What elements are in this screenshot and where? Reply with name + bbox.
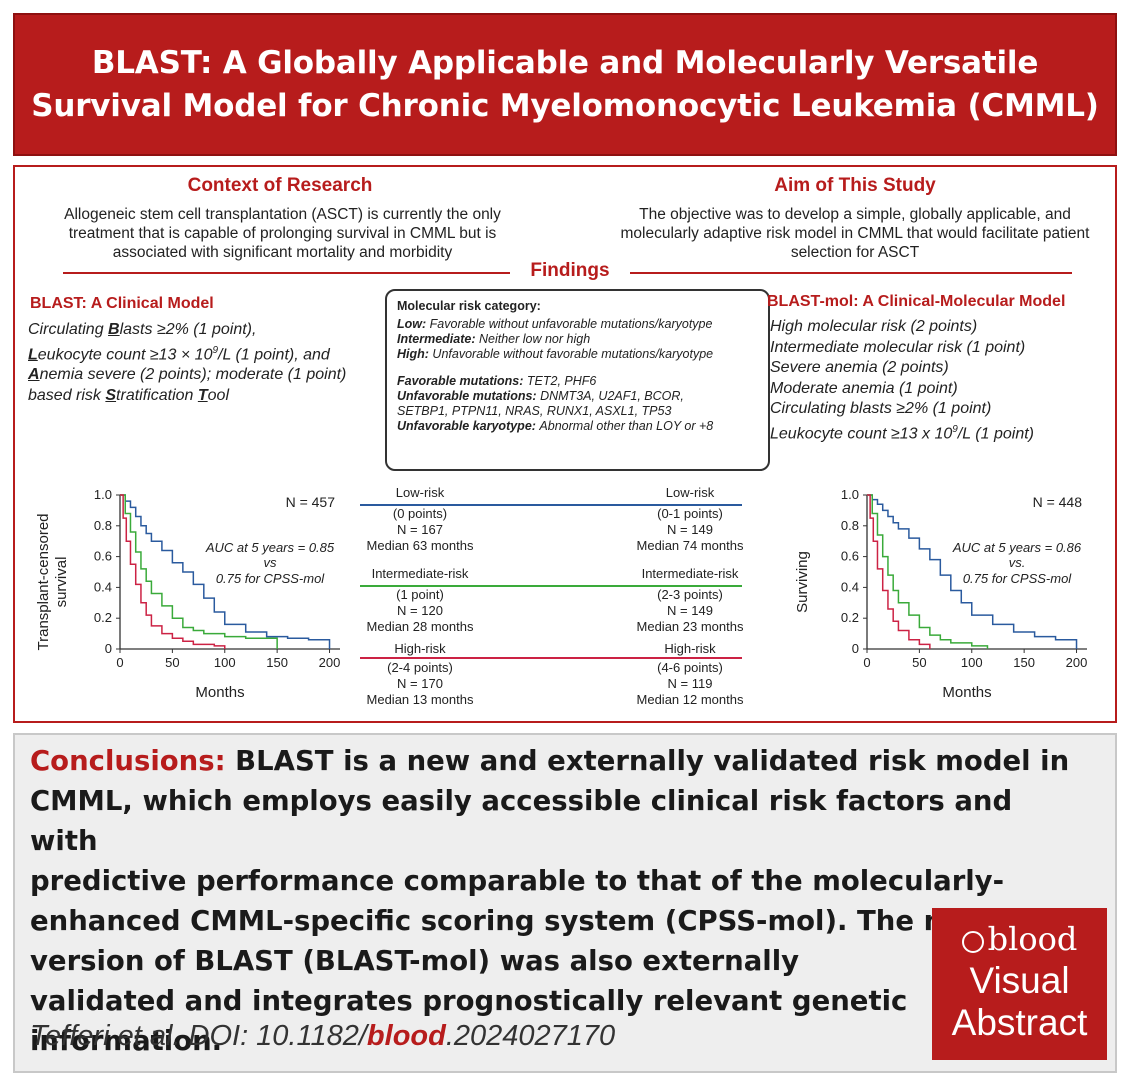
findings-divider-left	[63, 272, 513, 274]
left-intermediate-risk: Intermediate-risk (1 point) N = 120 Medi…	[366, 566, 474, 634]
molecular-risk-box: Molecular risk category: Low: Favorable …	[385, 289, 770, 471]
x-axis-label: Months	[195, 684, 244, 701]
y-tick-label: 0.4	[841, 579, 859, 594]
left-low-risk: Low-risk (0 points) N = 167 Median 63 mo…	[366, 485, 474, 553]
right-low-risk: Low-risk (0-1 points) N = 149 Median 74 …	[636, 485, 744, 553]
blastmol-item: Leukocyte count ≥13 x 109/L (1 point)	[770, 423, 1034, 442]
x-tick-label: 150	[266, 655, 288, 670]
n-annotation: N = 448	[1033, 494, 1083, 510]
y-tick-label: 0	[852, 641, 859, 656]
blast-line-1: Circulating Blasts ≥2% (1 point),	[28, 321, 257, 338]
y-axis-label: survival	[53, 557, 70, 608]
logo-brand: blood	[932, 920, 1107, 958]
y-tick-label: 0.6	[94, 549, 112, 564]
auc-annotation: vs.	[1009, 555, 1026, 570]
mol-high: High: Unfavorable without favorable muta…	[397, 347, 714, 361]
x-tick-label: 200	[1066, 655, 1088, 670]
blastmol-item: Intermediate molecular risk (1 point)	[770, 338, 1026, 356]
mol-unfavorable: Unfavorable mutations: DNMT3A, U2AF1, BC…	[397, 389, 684, 403]
y-tick-label: 0.8	[94, 518, 112, 533]
mol-intermediate: Intermediate: Neither low nor high	[397, 332, 591, 346]
context-heading: Context of Research	[187, 175, 373, 196]
high-risk-line	[360, 657, 742, 659]
blast-heading: BLAST: A Clinical Model	[30, 295, 214, 312]
blastmol-heading: BLAST-mol: A Clinical-Molecular Model	[767, 293, 1066, 310]
blastmol-item: Moderate anemia (1 point)	[770, 379, 958, 397]
x-tick-label: 100	[961, 655, 983, 670]
auc-annotation: 0.75 for CPSS-mol	[216, 571, 325, 586]
right-high-risk: High-risk (4-6 points) N = 119 Median 12…	[636, 641, 744, 707]
findings-heading: Findings	[510, 260, 630, 282]
auc-annotation: AUC at 5 years = 0.85	[205, 540, 335, 555]
logo-line-3: Abstract	[951, 1002, 1088, 1043]
y-tick-label: 0.4	[94, 579, 112, 594]
main-title: BLAST: A Globally Applicable and Molecul…	[31, 42, 1099, 128]
title-line-2: Survival Model for Chronic Myelomonocyti…	[31, 87, 1099, 124]
y-tick-label: 0	[105, 641, 112, 656]
title-line-1: BLAST: A Globally Applicable and Molecul…	[91, 44, 1039, 81]
aim-body: The objective was to develop a simple, g…	[620, 206, 1090, 261]
mol-low: Low: Favorable without unfavorable mutat…	[397, 317, 713, 331]
y-tick-label: 0.6	[841, 549, 859, 564]
auc-annotation: vs	[264, 555, 278, 570]
molecular-heading: Molecular risk category:	[397, 299, 541, 313]
survival-curve	[867, 494, 989, 649]
blastmol-list: High molecular risk (2 points) Intermedi…	[770, 317, 1110, 444]
intermediate-risk-line	[360, 585, 742, 587]
blast-definition: Circulating Blasts ≥2% (1 point), Leukoc…	[28, 320, 388, 406]
y-axis-label: Surviving	[794, 551, 811, 613]
mol-favorable: Favorable mutations: TET2, PHF6	[397, 374, 597, 388]
conclusions-text: Conclusions: BLAST is a new and external…	[30, 745, 1077, 1057]
mol-karyotype: Unfavorable karyotype: Abnormal other th…	[397, 419, 714, 433]
y-tick-label: 0.2	[94, 610, 112, 625]
blood-visual-abstract-logo: blood Visual Abstract	[932, 908, 1107, 1060]
survival-curve	[120, 494, 331, 649]
y-tick-label: 0.2	[841, 610, 859, 625]
x-tick-label: 50	[165, 655, 179, 670]
findings-panel: Context of Research Allogeneic stem cell…	[13, 165, 1117, 723]
survival-curve	[867, 494, 1078, 649]
blast-line-3: Anemia severe (2 points); moderate (1 po…	[28, 366, 347, 384]
blastmol-item: Severe anemia (2 points)	[770, 359, 949, 376]
findings-divider-right	[627, 272, 1072, 274]
blast-line-4: based risk Stratification Tool	[28, 386, 229, 404]
aim-heading: Aim of This Study	[774, 175, 936, 196]
x-tick-label: 0	[116, 655, 123, 670]
x-tick-label: 200	[319, 655, 341, 670]
n-annotation: N = 457	[286, 494, 336, 510]
blastmol-item: High molecular risk (2 points)	[770, 318, 978, 335]
conclusions-label: Conclusions:	[30, 745, 226, 777]
x-tick-label: 100	[214, 655, 236, 670]
low-risk-line	[360, 504, 742, 506]
y-axis-label: Transplant-censored	[35, 513, 52, 650]
y-tick-label: 1.0	[94, 487, 112, 502]
survival-curve	[120, 494, 278, 649]
y-tick-label: 1.0	[841, 487, 859, 502]
auc-annotation: AUC at 5 years = 0.86	[952, 540, 1082, 555]
title-banner: BLAST: A Globally Applicable and Molecul…	[13, 13, 1117, 156]
y-tick-label: 0.8	[841, 518, 859, 533]
citation: Tefferi et al. DOI: 10.1182/blood.202402…	[30, 1020, 616, 1052]
x-tick-label: 50	[912, 655, 926, 670]
x-axis-label: Months	[942, 684, 991, 701]
blast-line-2: Leukocyte count ≥13 × 109/L (1 point), a…	[28, 344, 330, 363]
blood-drop-icon	[961, 930, 984, 953]
right-intermediate-risk: Intermediate-risk (2-3 points) N = 149 M…	[636, 566, 744, 634]
logo-line-2: Visual	[969, 960, 1070, 1001]
x-tick-label: 150	[1013, 655, 1035, 670]
mol-unfavorable-cont: SETBP1, PTPN11, NRAS, RUNX1, ASXL1, TP53	[397, 404, 672, 418]
x-tick-label: 0	[863, 655, 870, 670]
left-high-risk: High-risk (2-4 points) N = 170 Median 13…	[366, 641, 474, 707]
survival-curve	[867, 494, 931, 649]
blastmol-item: Circulating blasts ≥2% (1 point)	[770, 400, 992, 417]
survival-curve	[120, 494, 226, 649]
auc-annotation: 0.75 for CPSS-mol	[963, 571, 1072, 586]
context-body: Allogeneic stem cell transplantation (AS…	[64, 206, 501, 261]
